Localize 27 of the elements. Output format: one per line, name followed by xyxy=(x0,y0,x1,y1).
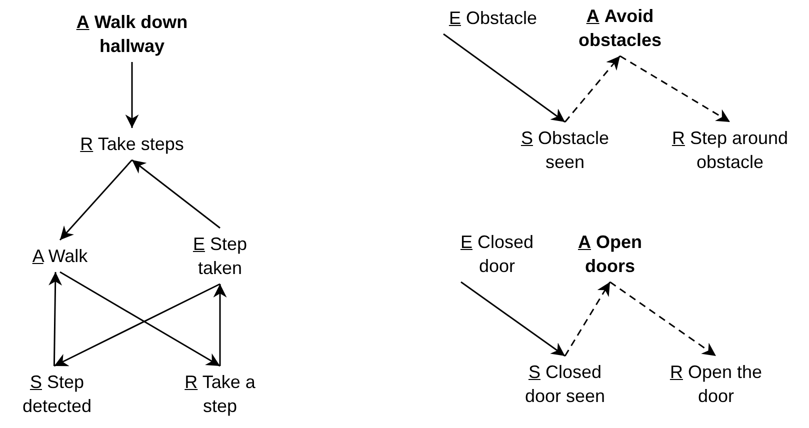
node-label: A Walk xyxy=(15,240,105,272)
arrow xyxy=(60,271,220,367)
node-label: A Open doors xyxy=(560,226,660,282)
arrow xyxy=(564,282,611,356)
node-label: R Step around obstacle xyxy=(648,122,809,178)
arrow xyxy=(59,160,133,240)
node-label: A Avoid obstacles xyxy=(555,0,685,56)
node-label: S Closed door seen xyxy=(515,356,615,412)
node-label: S Step detected xyxy=(10,366,104,422)
arrow xyxy=(125,62,139,128)
node-label: A Walk down hallway xyxy=(62,6,202,62)
node-label: E Obstacle xyxy=(438,2,548,34)
arrow xyxy=(132,159,220,229)
arrow xyxy=(54,283,220,367)
node-label: E Closed door xyxy=(452,226,542,282)
arrow xyxy=(48,272,62,366)
node-label: R Take steps xyxy=(72,128,192,160)
node-label: S Obstacle seen xyxy=(510,122,620,178)
node-label: R Take a step xyxy=(175,366,265,422)
arrow xyxy=(460,281,566,357)
arrow xyxy=(213,284,227,366)
node-label: E Step taken xyxy=(180,228,260,284)
arrow xyxy=(610,281,716,357)
arrow xyxy=(564,56,621,122)
arrow xyxy=(620,55,730,123)
arrow xyxy=(443,33,566,123)
node-label: R Open the door xyxy=(660,356,772,412)
